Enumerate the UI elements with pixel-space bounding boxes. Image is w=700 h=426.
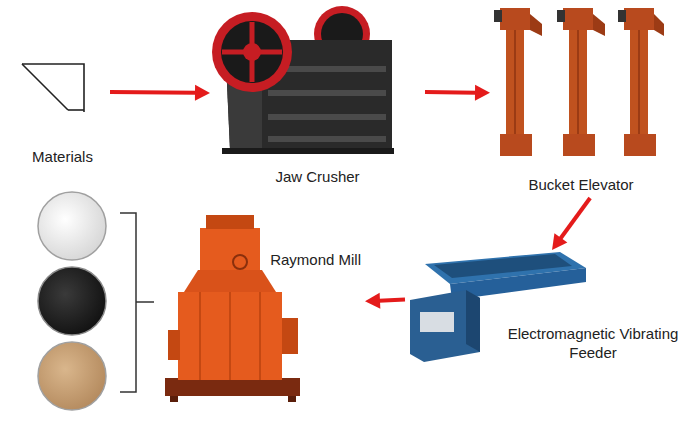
mill-cap (206, 215, 254, 229)
black-powder (38, 267, 106, 335)
feeder-plate (420, 312, 454, 332)
mill-rib (229, 292, 231, 380)
elevator-column (506, 30, 524, 136)
elevator-head (624, 8, 654, 30)
flywheel-inner (221, 21, 283, 83)
arrow-head (365, 293, 380, 309)
elevator (618, 8, 664, 156)
powder-samples (38, 192, 106, 410)
elevator-chute (654, 14, 664, 36)
mill-body (178, 292, 282, 380)
node-label: Raymond Mill (270, 250, 361, 269)
elevator-head (563, 8, 593, 30)
materials-icon (22, 64, 84, 112)
arrow-head (475, 85, 490, 101)
elevator-chute (530, 14, 542, 36)
mill-motor (282, 318, 298, 354)
process-node: Materials (15, 48, 110, 170)
bracket-line (136, 301, 154, 303)
elevator-boot (500, 134, 532, 156)
feeder-motor-side (466, 290, 480, 352)
node-label: Materials (32, 147, 93, 166)
bracket (120, 213, 154, 392)
mill-rib (199, 292, 201, 380)
icon-line (22, 64, 68, 110)
flywheel-hub (243, 43, 261, 61)
arrow-line (560, 198, 590, 239)
feeder-picture (410, 252, 586, 362)
icon-line (68, 109, 84, 111)
mill-leg (170, 396, 178, 402)
arrow-head (195, 85, 210, 101)
arrow-line (379, 300, 405, 301)
icon-line (22, 64, 84, 112)
elevator-motor (557, 10, 565, 22)
process-node: Electromagnetic Vibrating Feeder (405, 250, 695, 368)
mill-classifier (200, 228, 260, 270)
flow-arrow (425, 85, 490, 101)
elevator-motor (618, 10, 626, 22)
node-label: Electromagnetic Vibrating Feeder (495, 324, 691, 362)
flow-arrow (365, 293, 405, 309)
crusher-rib (268, 114, 386, 120)
elevator-seam (514, 30, 516, 136)
elevator (557, 8, 605, 156)
tan-powder (38, 342, 106, 410)
crusher-base (222, 148, 394, 154)
arrow-head (552, 233, 567, 250)
crusher-rib (268, 90, 386, 96)
elevator-seam (638, 30, 640, 136)
arrow-line (110, 90, 196, 95)
arrow-line (425, 90, 476, 95)
process-node: Jaw Crusher (210, 8, 425, 190)
elevator-boot (624, 134, 656, 156)
crusher-body (226, 40, 392, 150)
node-label: Jaw Crusher (275, 167, 359, 186)
elevator (494, 8, 542, 156)
process-node: Bucket Elevator (490, 4, 672, 198)
node-label: Bucket Elevator (528, 175, 633, 194)
flywheel (212, 12, 292, 92)
mill-shoulder (184, 270, 276, 292)
mill-rib (259, 292, 261, 380)
elevator-head (500, 8, 530, 30)
flow-arrow (110, 85, 210, 101)
elevator-column (569, 30, 587, 136)
mill-inlet (168, 330, 180, 360)
jaw-crusher-picture (212, 6, 394, 154)
white-powder (38, 192, 106, 260)
mill-base (165, 378, 300, 396)
elevator-column (630, 30, 648, 136)
flow-arrow (552, 198, 590, 250)
process-node: Raymond Mill (158, 212, 365, 402)
bracket-line (120, 213, 136, 392)
feeder-motor (410, 290, 480, 362)
bucket-elevator-picture (494, 8, 664, 156)
mill-port (233, 255, 247, 269)
crusher-rib (268, 136, 386, 142)
elevator-chute (593, 14, 605, 36)
raymond-mill-picture (165, 215, 300, 402)
elevator-seam (577, 30, 579, 136)
mill-leg (288, 396, 296, 402)
elevator-boot (563, 134, 595, 156)
elevator-motor (494, 10, 502, 22)
